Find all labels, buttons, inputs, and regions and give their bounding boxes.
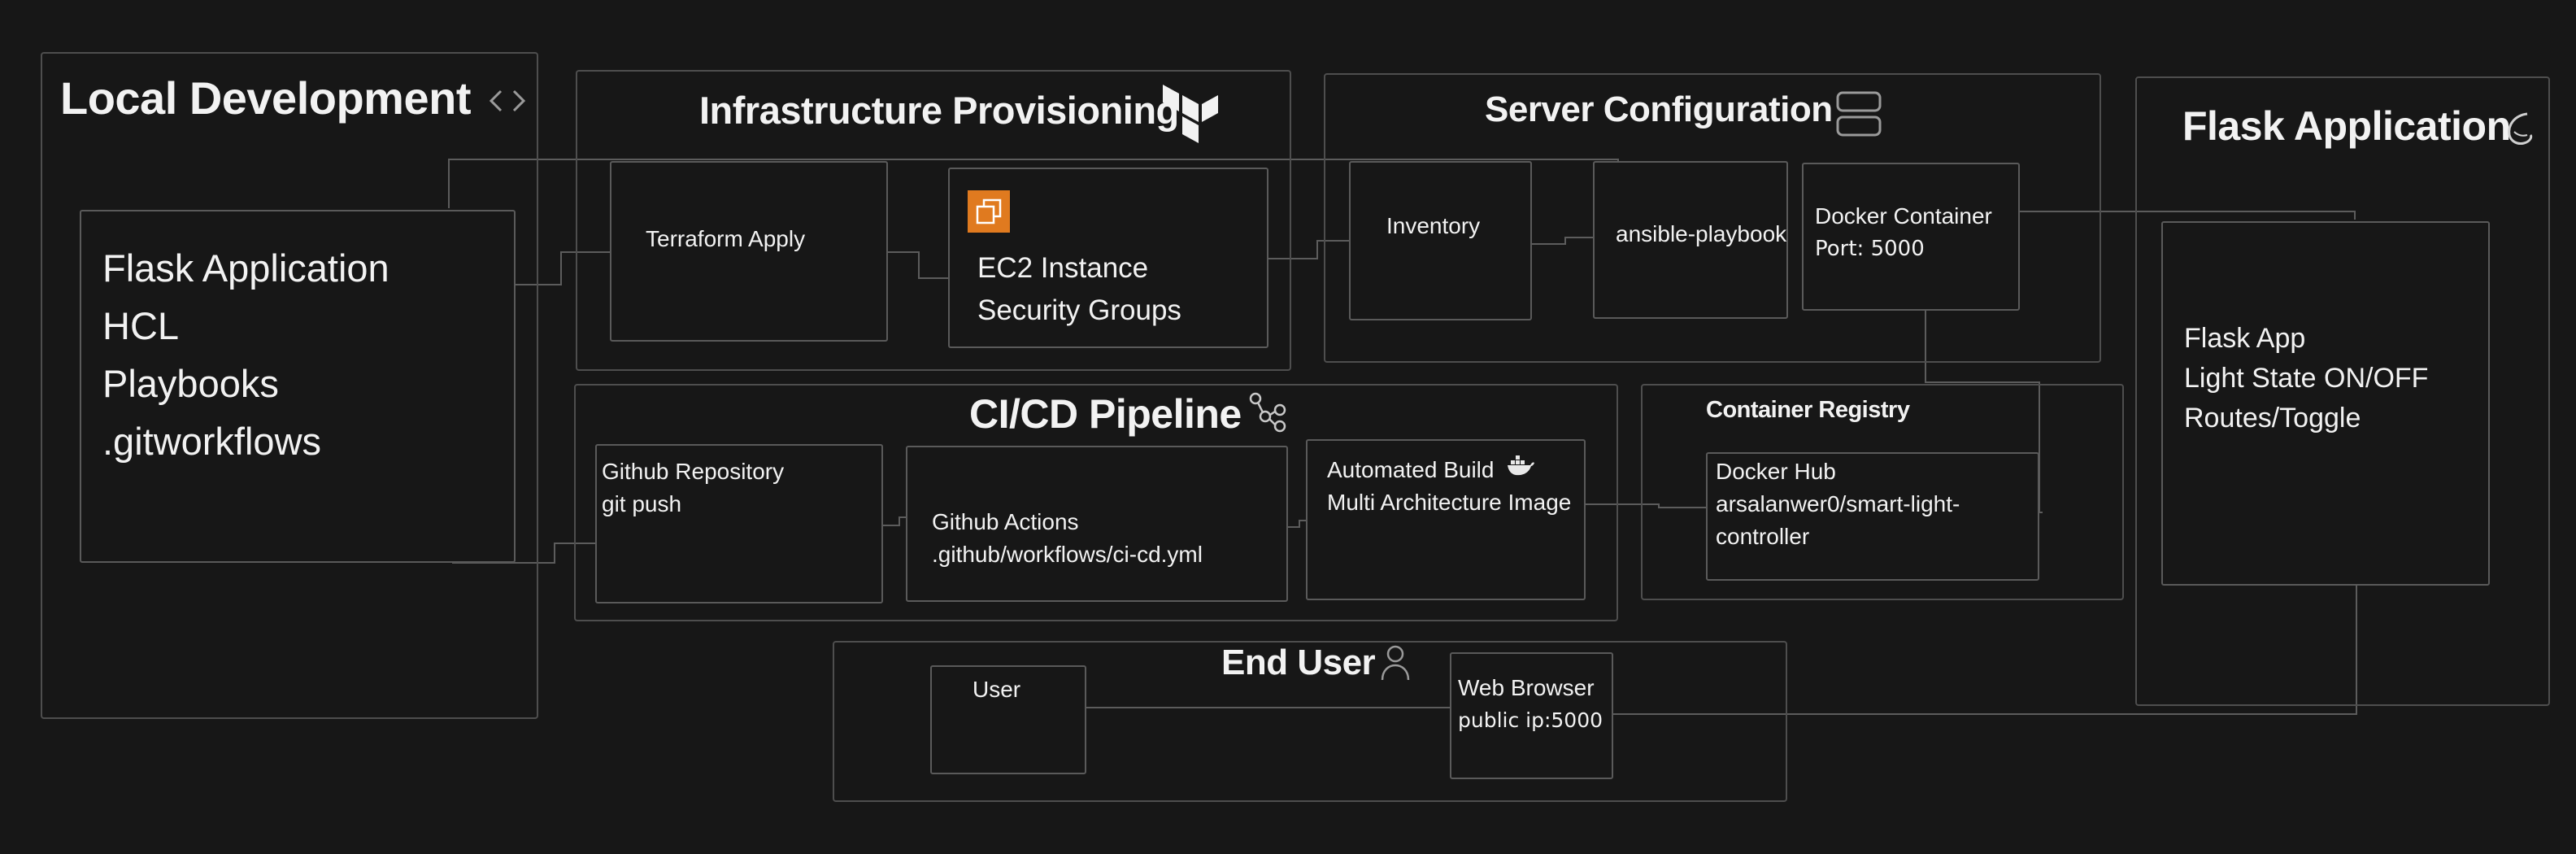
- node-inventory[interactable]: Inventory: [1349, 161, 1532, 320]
- flask-app-line: Flask App: [2184, 323, 2306, 354]
- node-docker-container[interactable]: Docker Container Port: 5000: [1802, 163, 2020, 311]
- node-github-repository[interactable]: Github Repository git push: [595, 444, 883, 603]
- local-files-line: Flask Application: [102, 246, 389, 290]
- flask-app-line: Routes/Toggle: [2184, 403, 2361, 434]
- github-actions-line: .github/workflows/ci-cd.yml: [932, 542, 1203, 567]
- group-title-server-configuration: Server Configuration: [1485, 89, 1833, 129]
- group-title-local-development: Local Development: [60, 72, 471, 124]
- node-automated-build[interactable]: Automated Build Multi Architecture Image: [1306, 439, 1586, 600]
- node-local-files[interactable]: Flask Application HCL Playbooks .gitwork…: [80, 210, 516, 563]
- node-flask-app[interactable]: Flask App Light State ON/OFF Routes/Togg…: [2161, 221, 2490, 586]
- automated-build-line: Automated Build: [1327, 457, 1495, 482]
- ansible-playbook-label: ansible-playbook: [1616, 221, 1787, 246]
- node-docker-hub[interactable]: Docker Hub arsalanwer0/smart-light- cont…: [1706, 452, 2039, 581]
- local-files-line: HCL: [102, 304, 180, 347]
- node-ec2-instance[interactable]: EC2 Instance Security Groups: [948, 168, 1268, 348]
- group-cicd-pipeline: CI/CD Pipeline: [574, 384, 1618, 621]
- node-user[interactable]: User: [930, 665, 1086, 774]
- group-local-development: Local Development Flask Application HCL …: [41, 52, 538, 719]
- docker-whale-icon: [1508, 455, 1534, 476]
- terraform-apply-label: Terraform Apply: [646, 226, 806, 251]
- ec2-line: Security Groups: [977, 294, 1181, 326]
- docker-container-line: Port: 5000: [1815, 237, 1925, 261]
- automated-build-line: Multi Architecture Image: [1327, 490, 1572, 515]
- terraform-logo-icon: [1163, 85, 1218, 143]
- node-terraform-apply[interactable]: Terraform Apply: [610, 161, 888, 342]
- inventory-label: Inventory: [1386, 213, 1481, 238]
- docker-hub-line: arsalanwer0/smart-light-: [1716, 491, 1960, 516]
- user-icon: [1381, 645, 1410, 681]
- group-flask-application: Flask Application Flask App Light State …: [2135, 76, 2550, 706]
- git-icon: [1249, 392, 1286, 433]
- user-label: User: [973, 677, 1021, 702]
- group-server-configuration: Server Configuration: [1324, 73, 2101, 363]
- docker-container-line: Docker Container: [1815, 203, 1992, 229]
- code-brackets-icon: [489, 89, 526, 112]
- group-title-flask-application: Flask Application: [2182, 103, 2511, 149]
- node-github-actions[interactable]: Github Actions .github/workflows/ci-cd.y…: [906, 446, 1288, 602]
- web-browser-line: public ip:5000: [1458, 708, 1603, 732]
- flask-app-line: Light State ON/OFF: [2184, 363, 2429, 394]
- group-title-container-registry: Container Registry: [1706, 397, 1910, 423]
- group-title-end-user: End User: [1221, 643, 1376, 682]
- local-files-line: Playbooks: [102, 362, 279, 405]
- group-title-cicd-pipeline: CI/CD Pipeline: [969, 391, 1242, 437]
- group-end-user: End User: [833, 641, 1787, 802]
- docker-hub-line: Docker Hub: [1716, 459, 1836, 484]
- group-container-registry: Container Registry: [1641, 384, 2124, 600]
- local-files-line: .gitworkflows: [102, 420, 322, 463]
- ec2-line: EC2 Instance: [977, 252, 1149, 284]
- node-ansible-playbook[interactable]: ansible-playbook: [1593, 161, 1788, 319]
- flask-logo-icon: [2508, 112, 2533, 145]
- web-browser-line: Web Browser: [1458, 675, 1595, 700]
- group-title-infrastructure-provisioning: Infrastructure Provisioning: [699, 89, 1179, 132]
- node-web-browser[interactable]: Web Browser public ip:5000: [1450, 652, 1613, 779]
- github-repo-line: git push: [602, 491, 682, 516]
- aws-ec2-icon: [968, 190, 1010, 233]
- github-repo-line: Github Repository: [602, 459, 785, 484]
- docker-hub-line: controller: [1716, 524, 1810, 549]
- server-stack-icon: [1836, 91, 1882, 137]
- group-infrastructure-provisioning: Infrastructure Provisioning: [576, 70, 1291, 371]
- github-actions-line: Github Actions: [932, 509, 1079, 534]
